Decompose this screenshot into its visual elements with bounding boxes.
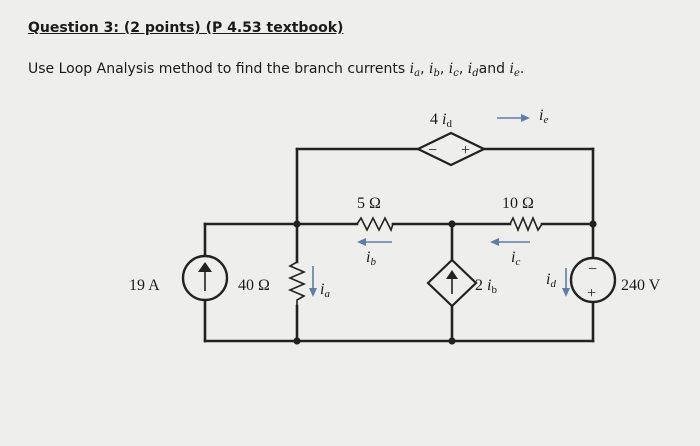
sub-c: c bbox=[453, 68, 459, 79]
question-text: Use Loop Analysis method to find the bra… bbox=[28, 61, 524, 79]
plus-sign: + bbox=[461, 142, 470, 159]
arrow-up-icon bbox=[198, 262, 212, 272]
junction-dot bbox=[448, 337, 456, 345]
resistor-40-ohm bbox=[287, 261, 307, 306]
arrow-left-icon bbox=[490, 238, 499, 246]
arrow-right-icon bbox=[521, 114, 530, 122]
label-4id: 4 id bbox=[430, 111, 452, 130]
ic-arrow bbox=[490, 238, 530, 246]
label-ia: ia bbox=[320, 281, 330, 300]
ie-arrow bbox=[497, 114, 530, 122]
sep: , bbox=[458, 61, 468, 77]
junction-dot bbox=[293, 220, 301, 228]
junction-dot bbox=[293, 337, 301, 345]
dependent-current-source bbox=[426, 258, 478, 308]
current-source-19a bbox=[181, 254, 229, 302]
label-ie: ie bbox=[539, 107, 548, 126]
var-i: i bbox=[448, 61, 454, 77]
label-ib: ib bbox=[366, 249, 376, 268]
var-i: i bbox=[409, 61, 415, 77]
sub-d: d bbox=[472, 68, 479, 79]
ia-arrow bbox=[309, 266, 317, 297]
resistor-10-ohm bbox=[509, 215, 543, 233]
ib-arrow bbox=[357, 238, 392, 246]
arrow-down-icon bbox=[309, 288, 317, 297]
and-word: and bbox=[478, 61, 510, 77]
label-10-ohm: 10 Ω bbox=[502, 195, 534, 212]
sep: , bbox=[420, 61, 429, 77]
question-prefix: Use Loop Analysis method to find the bra… bbox=[28, 61, 410, 77]
label-240v: 240 V bbox=[621, 277, 661, 294]
id-arrow bbox=[562, 268, 570, 297]
minus-sign: − bbox=[588, 261, 597, 278]
label-5-ohm: 5 Ω bbox=[357, 195, 381, 212]
voltage-source-240v: − + bbox=[569, 256, 617, 304]
junctions bbox=[293, 220, 597, 345]
label-2ib: 2 ib bbox=[475, 277, 497, 296]
arrow-down-icon bbox=[562, 288, 570, 297]
dependent-voltage-source: − + bbox=[415, 131, 487, 167]
sub-a: a bbox=[414, 68, 421, 79]
var-i: i bbox=[467, 61, 473, 77]
resistor-5-ohm bbox=[356, 216, 394, 233]
label-ic: ic bbox=[511, 249, 520, 268]
question-title: Question 3: (2 points) (P 4.53 textbook) bbox=[28, 20, 344, 36]
arrow-left-icon bbox=[357, 238, 366, 246]
plus-sign: + bbox=[587, 285, 596, 302]
junction-dot bbox=[589, 220, 597, 228]
minus-sign: − bbox=[428, 142, 437, 159]
period: . bbox=[519, 61, 525, 77]
arrow-up-icon bbox=[446, 270, 458, 279]
sep: , bbox=[439, 61, 449, 77]
sub-e: e bbox=[513, 68, 520, 79]
junction-dot bbox=[448, 220, 456, 228]
var-i: i bbox=[428, 61, 434, 77]
var-i: i bbox=[509, 61, 514, 77]
label-19a: 19 A bbox=[129, 277, 160, 294]
circuit-wires bbox=[203, 147, 595, 343]
label-40-ohm: 40 Ω bbox=[238, 277, 270, 294]
label-id: id bbox=[546, 271, 556, 290]
sub-b: b bbox=[433, 68, 440, 79]
